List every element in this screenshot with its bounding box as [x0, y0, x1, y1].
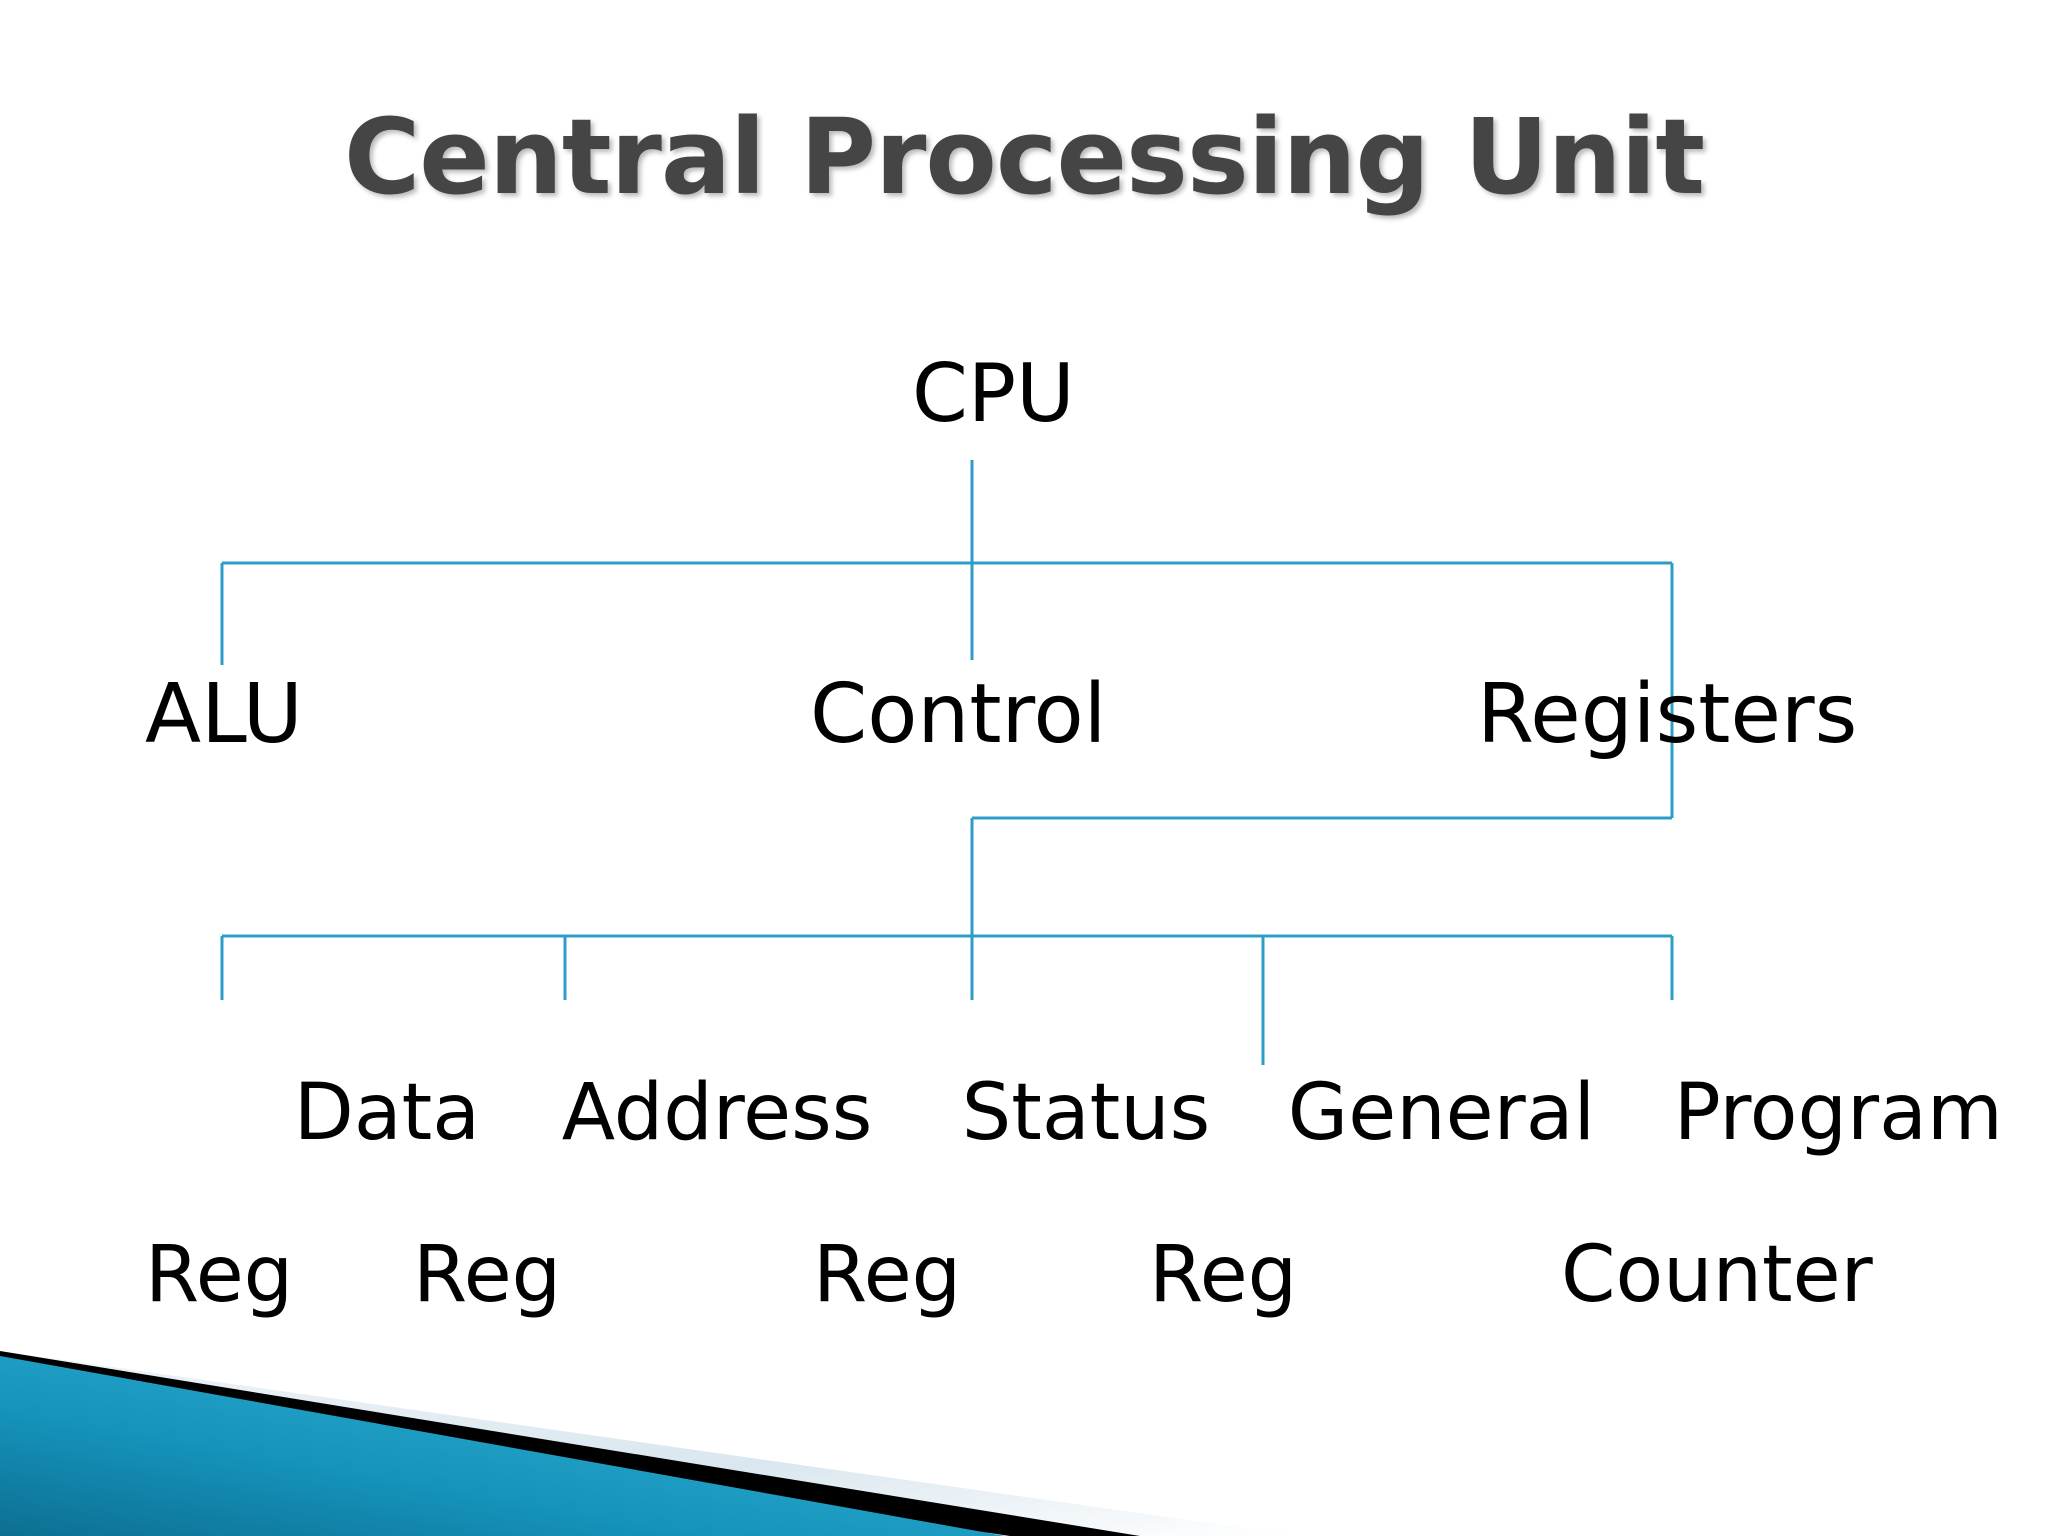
node-registers: Registers — [1477, 667, 1858, 762]
connector-lines — [220, 460, 1674, 1065]
node-program-counter: Program Counter — [1525, 992, 2003, 1479]
node-cpu: CPU — [912, 347, 1075, 440]
node-control: Control — [810, 667, 1107, 762]
node-general-reg: General Reg — [1139, 992, 1595, 1479]
node-status-reg: Status Reg — [813, 992, 1210, 1479]
node-address-reg-line2: Reg — [413, 1230, 562, 1321]
node-program-counter-line1: Program — [1673, 1068, 2003, 1159]
node-data-reg-line2: Reg — [145, 1230, 294, 1321]
node-status-reg-line2: Reg — [813, 1230, 962, 1321]
node-address-reg: Address Reg — [413, 992, 872, 1479]
node-general-reg-line2: Reg — [1149, 1230, 1298, 1321]
node-data-reg-line1: Data — [293, 1068, 481, 1159]
page-title: Central Processing Unit — [343, 96, 1705, 218]
node-general-reg-line1: General — [1287, 1068, 1596, 1159]
node-data-reg: Data Reg — [145, 992, 480, 1479]
node-status-reg-line1: Status — [961, 1068, 1211, 1159]
node-address-reg-line1: Address — [561, 1068, 873, 1159]
node-program-counter-line2: Counter — [1561, 1230, 1873, 1321]
cpu-hierarchy-diagram: CPU ALU Control Registers Data Reg Addre… — [145, 347, 2003, 1316]
node-alu: ALU — [145, 667, 303, 762]
